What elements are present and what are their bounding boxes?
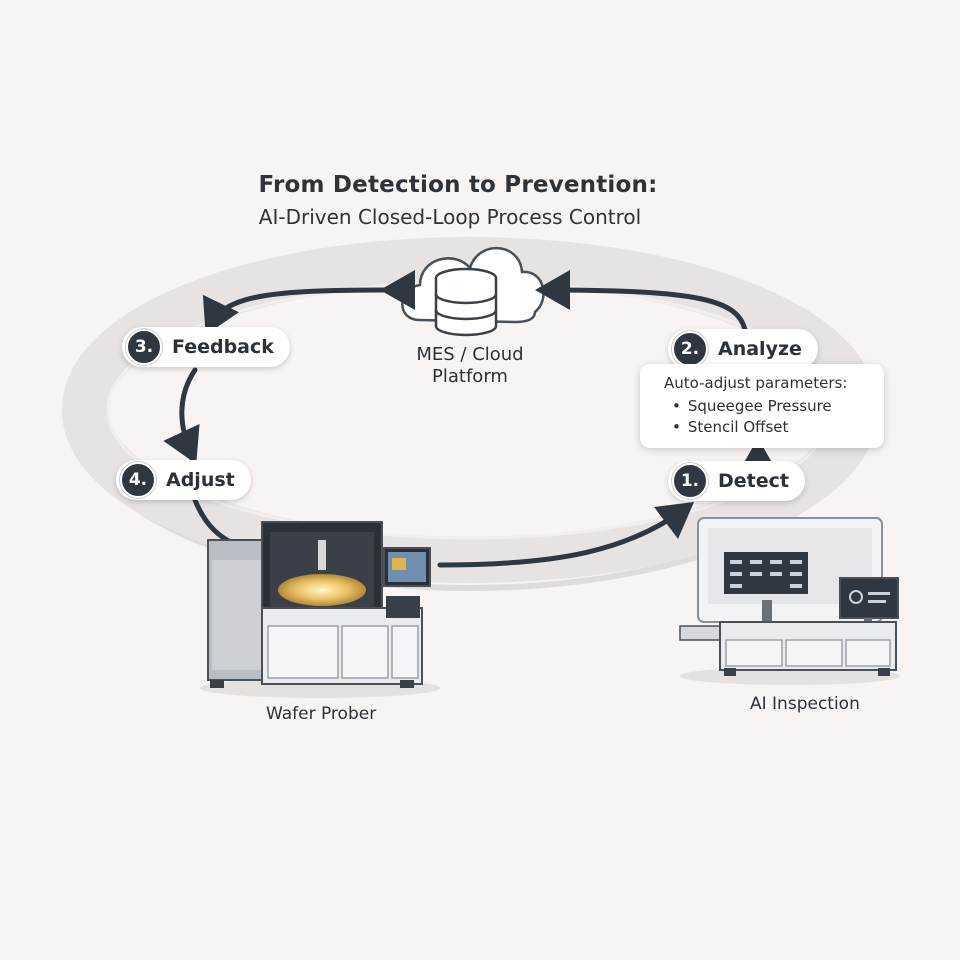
diagram-subtitle: AI-Driven Closed-Loop Process Control (258, 205, 642, 229)
cloud-platform-label: MES / Cloud Platform (380, 344, 560, 388)
arrow-analyze-to-cloud (535, 270, 748, 333)
arrow-feedback-to-adjust (163, 367, 200, 465)
step-label: Feedback (172, 336, 274, 358)
step-number-badge: 1. (672, 463, 708, 499)
step-number-badge: 4. (120, 462, 156, 498)
parameter-item: Stencil Offset (672, 417, 870, 438)
step-number-badge: 3. (126, 329, 162, 365)
step-adjust: 4. Adjust (116, 460, 251, 500)
wafer-prober-illustration (200, 521, 440, 698)
ai-inspection-caption: AI Inspection (750, 694, 860, 714)
arrow-cloud-to-feedback (202, 269, 416, 335)
step-detect: 1. Detect (668, 461, 805, 501)
parameters-list: Squeegee Pressure Stencil Offset (664, 396, 870, 438)
diagram-title: From Detection to Prevention: (258, 172, 658, 198)
step-label: Analyze (718, 338, 802, 360)
wafer-prober-caption: Wafer Prober (266, 704, 377, 724)
step-label: Adjust (166, 469, 235, 491)
parameters-card: Auto-adjust parameters: Squeegee Pressur… (640, 364, 884, 448)
cloud-label-line2: Platform (432, 366, 508, 387)
ai-inspection-illustration (679, 517, 900, 685)
cloud-label-line1: MES / Cloud (416, 344, 524, 365)
step-label: Detect (718, 470, 789, 492)
step-feedback: 3. Feedback (122, 327, 290, 367)
arrow-prober-to-detect (437, 502, 695, 568)
parameters-heading: Auto-adjust parameters: (664, 374, 848, 392)
parameter-item: Squeegee Pressure (672, 396, 870, 417)
cloud-database-icon (401, 246, 545, 337)
step-analyze: 2. Analyze (668, 329, 818, 369)
step-number-badge: 2. (672, 331, 708, 367)
